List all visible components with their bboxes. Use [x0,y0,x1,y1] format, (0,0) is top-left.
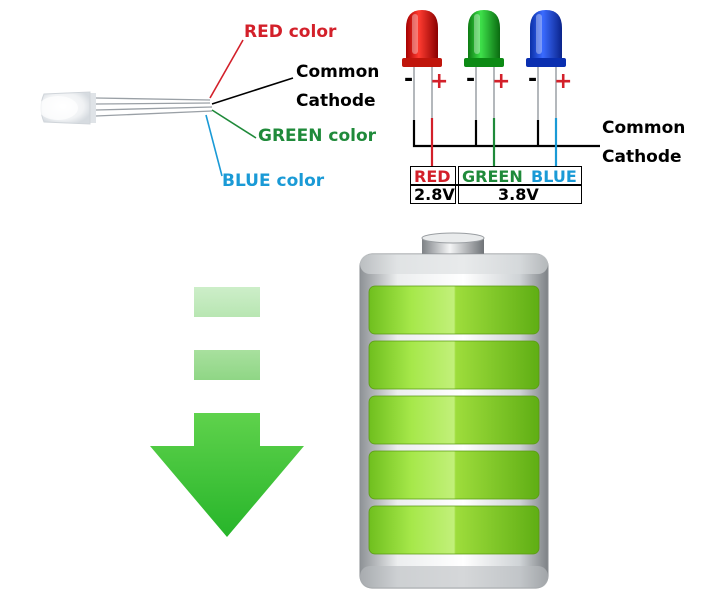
voltage-value-red: 2.8V [414,185,455,204]
label-green-color: GREEN color [258,126,377,146]
label-red-color: RED color [244,22,337,42]
download-arrow [150,287,304,537]
plus-red: + [430,69,448,94]
arrow-bar-1 [194,287,260,317]
voltage-value-green-blue: 3.8V [498,185,539,204]
label-cathode-2: Cathode [602,147,682,167]
arrow-bar-2 [194,350,260,380]
arrow-head [150,413,304,537]
voltage-label-red: RED [414,167,451,186]
battery-segment [368,450,540,500]
battery [359,232,549,589]
label-common-cathode-1: Common [296,62,380,82]
rgb-led [38,91,96,125]
battery-segment [368,285,540,335]
voltage-divider [410,184,582,186]
battery-segment [368,340,540,390]
circuit-wires [412,118,600,166]
plus-blue: + [554,69,572,94]
minus-green: - [466,67,475,92]
led-red [402,10,442,152]
label-blue-color: BLUE color [222,171,325,191]
voltage-label-blue: BLUE [531,167,577,186]
battery-segment [368,395,540,445]
battery-segment [368,505,540,555]
plus-green: + [492,69,510,94]
label-common-cathode-2: Common [602,118,686,138]
rgb-led-leads [95,97,213,117]
minus-blue: - [528,67,537,92]
voltage-label-green: GREEN [462,167,523,186]
minus-red: - [404,67,413,92]
battery-segments [368,285,540,555]
label-cathode-1: Cathode [296,91,376,111]
callout-lines [205,39,294,177]
